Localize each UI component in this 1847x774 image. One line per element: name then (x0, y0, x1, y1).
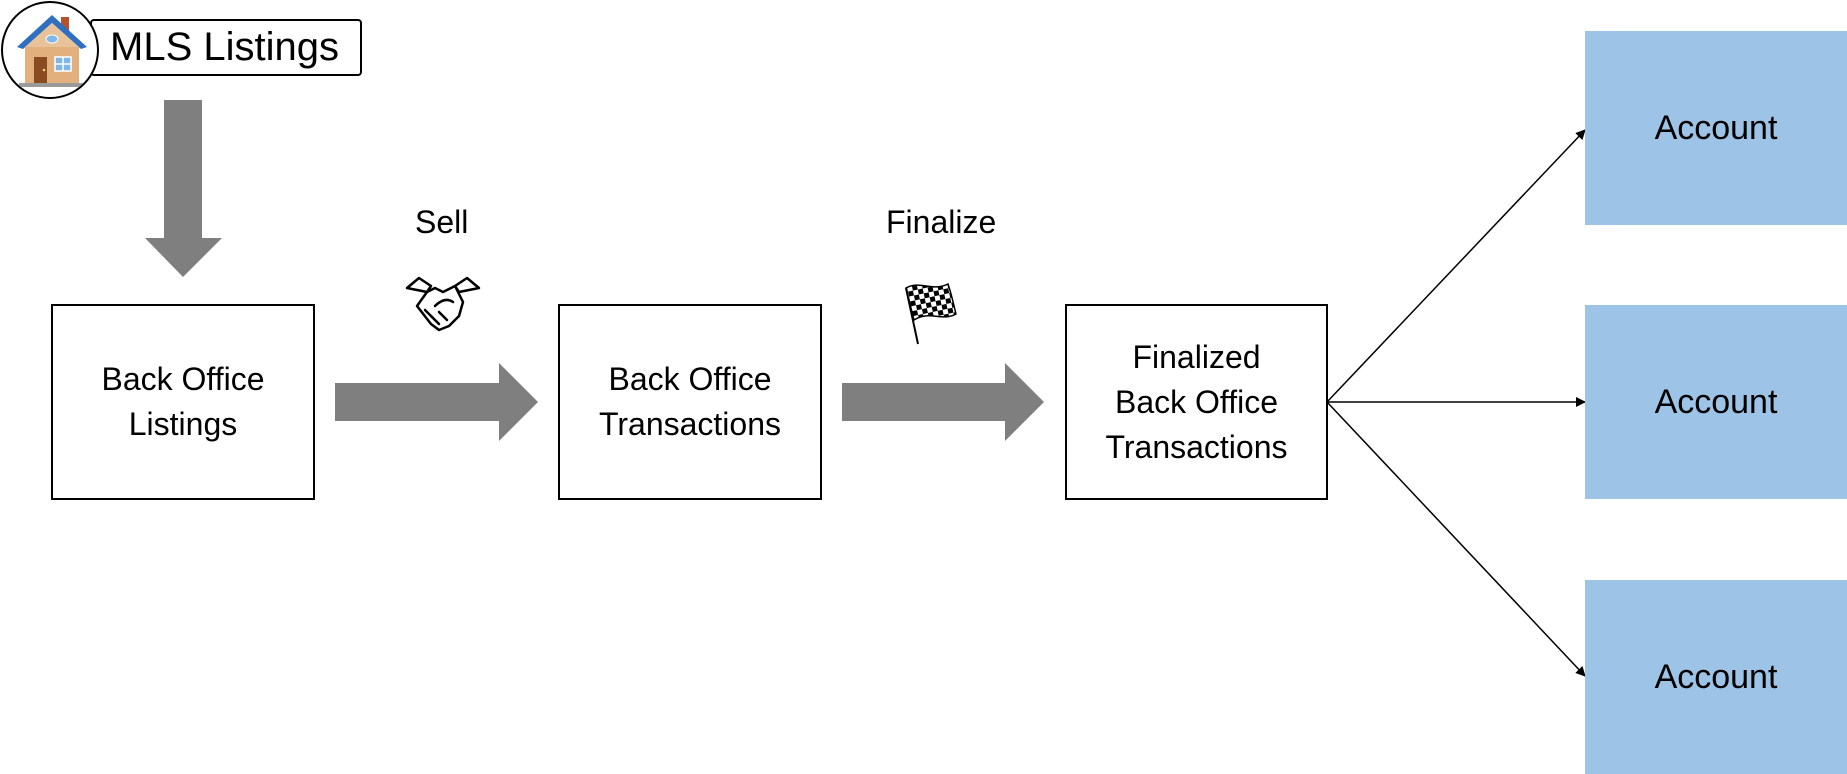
finalize-arrow (842, 363, 1044, 441)
finalize-label: Finalize (886, 204, 997, 240)
down-arrow (145, 100, 222, 277)
finalized-line-1: Finalized (1132, 338, 1261, 375)
transactions-line-2: Transactions (599, 406, 781, 442)
back-office-transactions-box: Back Office Transactions (558, 304, 822, 500)
sell-arrow (335, 363, 538, 441)
sell-label: Sell (415, 204, 469, 240)
transactions-line-1: Back Office (608, 361, 772, 397)
finalized-line-3: Transactions (1105, 428, 1288, 465)
account-box-1: Account (1585, 31, 1847, 225)
account-box-3: Account (1585, 580, 1847, 774)
mls-listings-badge (1, 1, 99, 99)
connector-account-1 (1326, 129, 1586, 403)
listings-line-1: Back Office (101, 361, 265, 397)
listings-line-2: Listings (128, 406, 238, 442)
finalized-transactions-box: Finalized Back Office Transactions (1065, 304, 1328, 500)
connector-account-3 (1326, 401, 1586, 677)
house-icon (17, 15, 87, 87)
checkered-flag-icon (905, 282, 957, 345)
back-office-listings-box: Back Office Listings (51, 304, 315, 500)
finalized-line-2: Back Office (1114, 383, 1279, 420)
handshake-icon (405, 276, 481, 332)
account-box-2: Account (1585, 305, 1847, 499)
mls-listings-label: MLS Listings (90, 19, 362, 76)
